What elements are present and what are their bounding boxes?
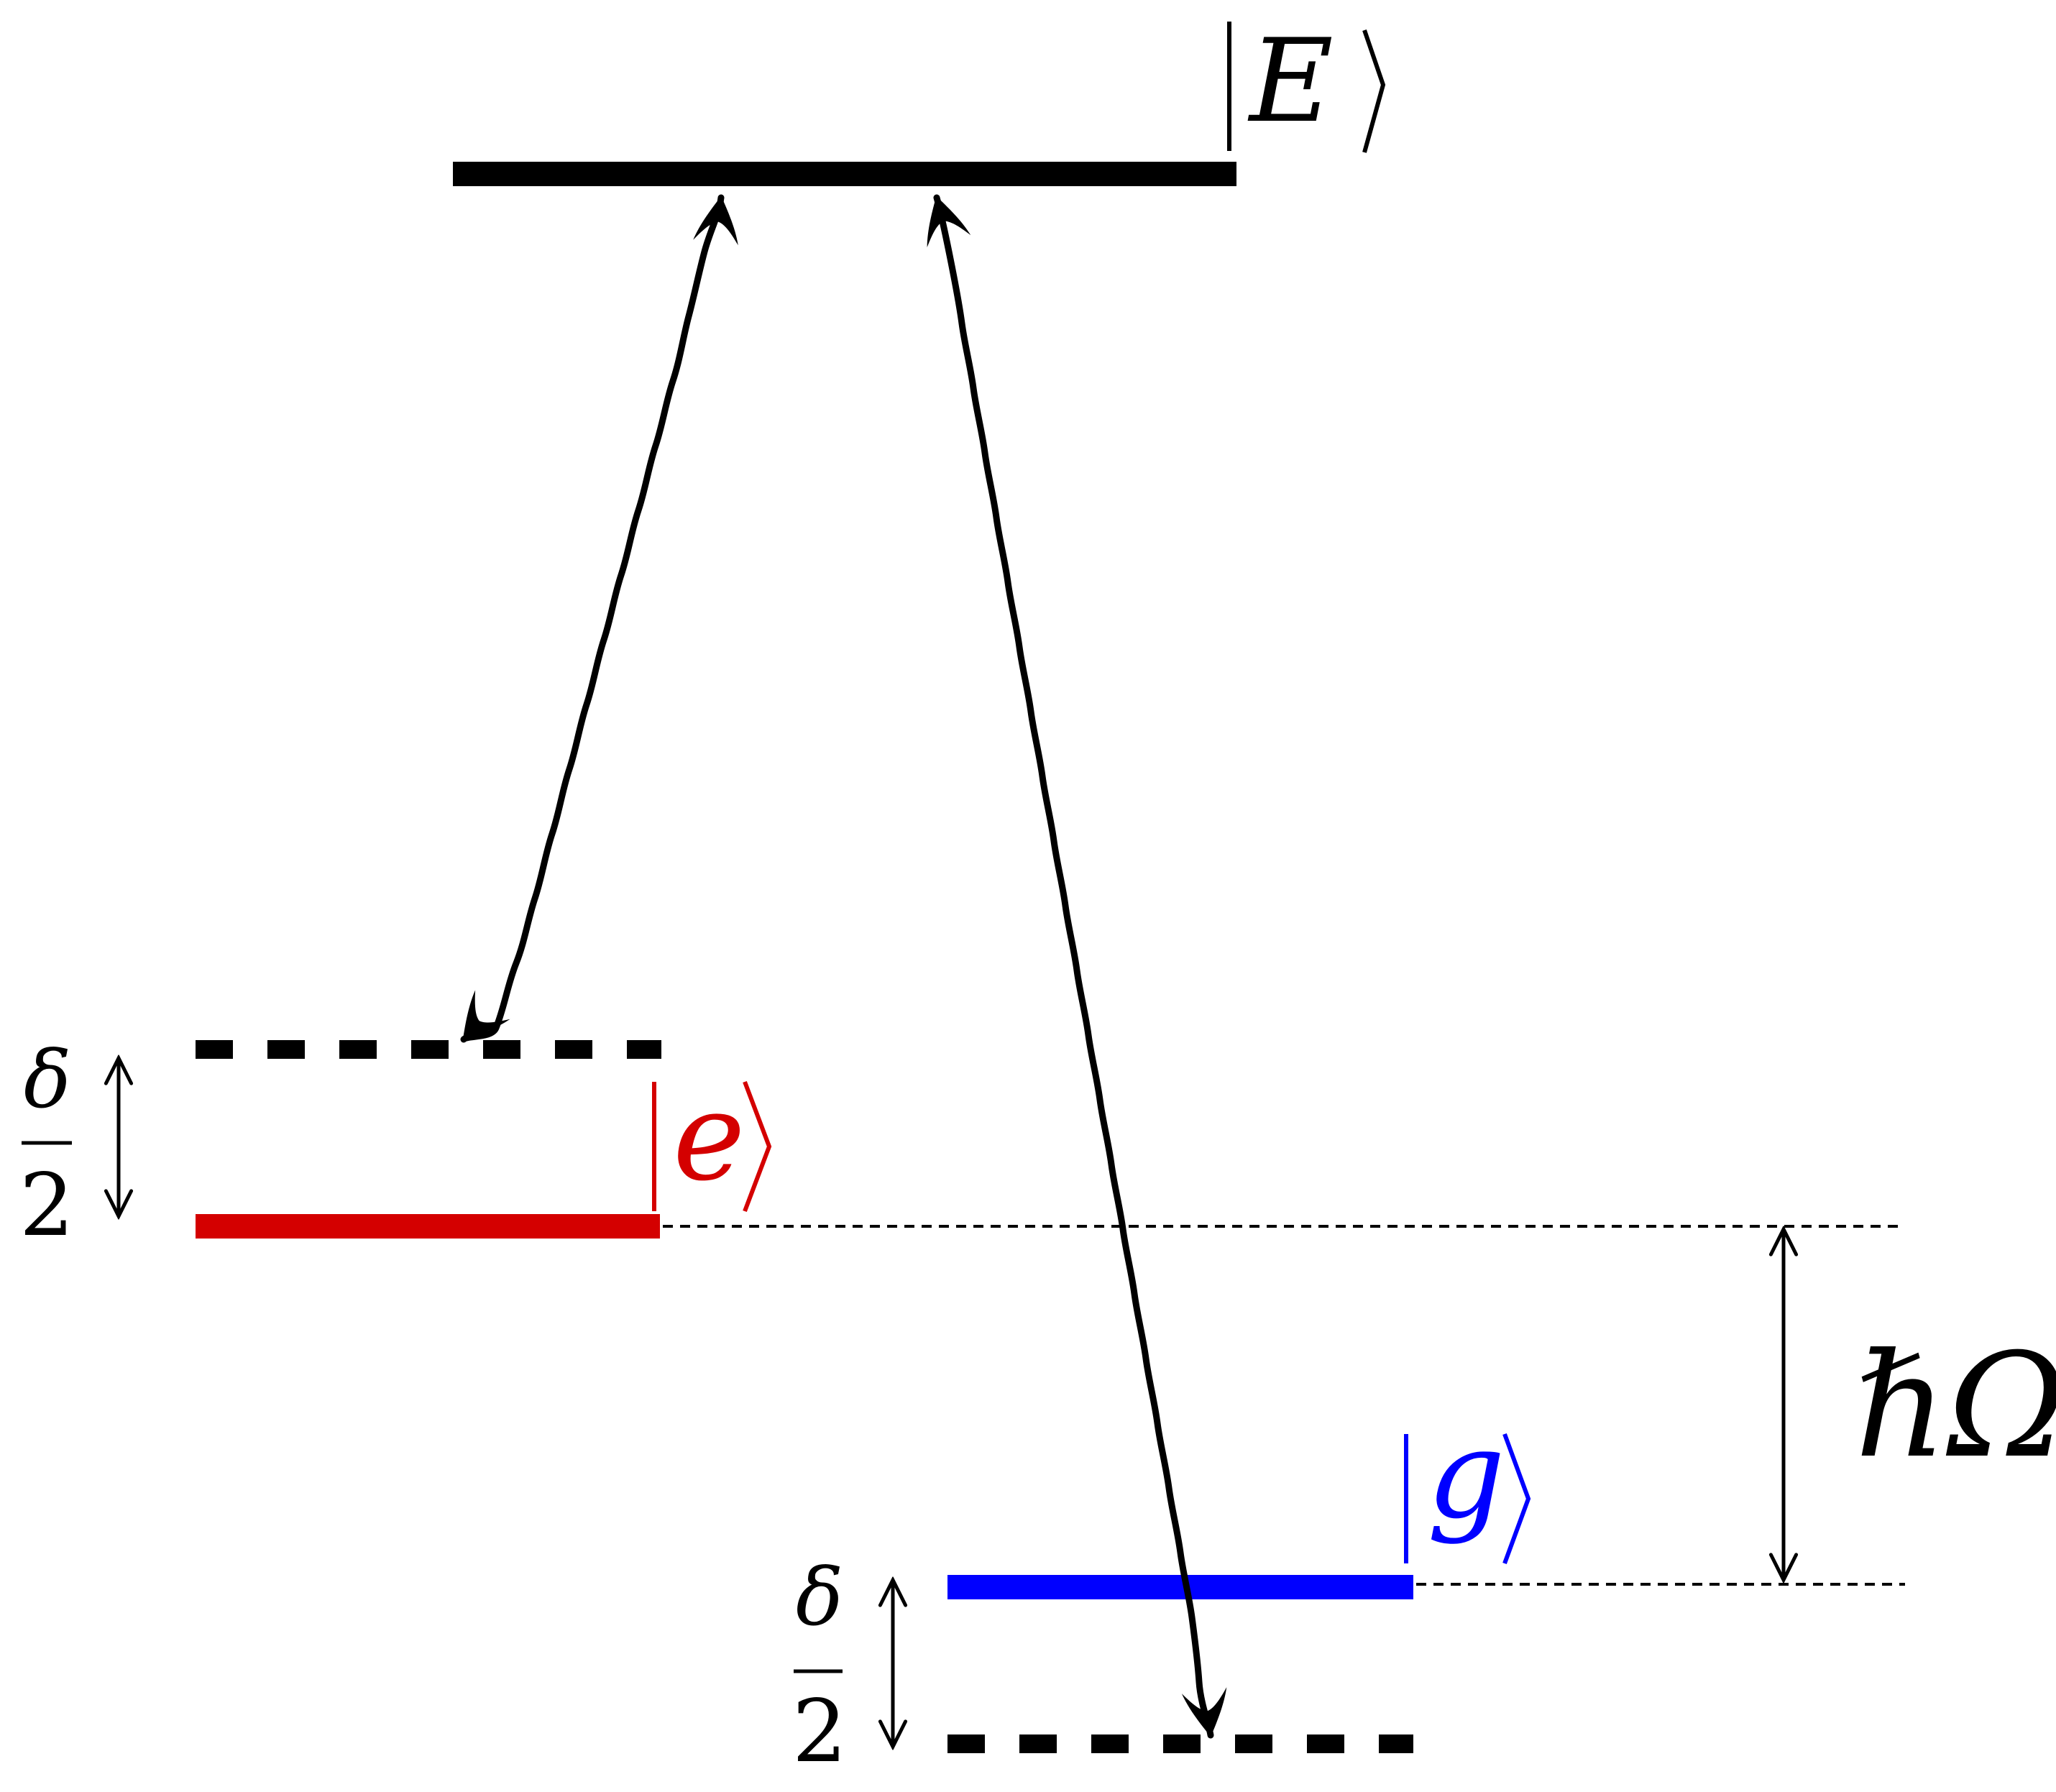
level-E-label-symbol: E	[1247, 14, 1334, 148]
level-e-ket-angle	[743, 1080, 772, 1213]
delta-bottom-numerator: δ	[796, 1551, 843, 1643]
delta-top-denominator: 2	[19, 1156, 74, 1256]
delta-top-numerator: δ	[24, 1034, 71, 1126]
splitting-label: ℏΩ	[1855, 1323, 2056, 1490]
transition-arrow-e-E	[460, 194, 738, 1043]
level-e-label-symbol: e	[673, 1066, 745, 1208]
wavy-double-arrow-icon	[460, 194, 738, 1043]
wavy-double-arrow-icon	[927, 194, 1227, 1739]
level-E-ket-angle	[1362, 29, 1386, 153]
level-g-ket-angle	[1502, 1433, 1531, 1565]
transition-arrow-g-E	[927, 194, 1227, 1739]
level-g-label-symbol: g	[1427, 1404, 1505, 1546]
delta-bottom-denominator: 2	[792, 1682, 847, 1782]
